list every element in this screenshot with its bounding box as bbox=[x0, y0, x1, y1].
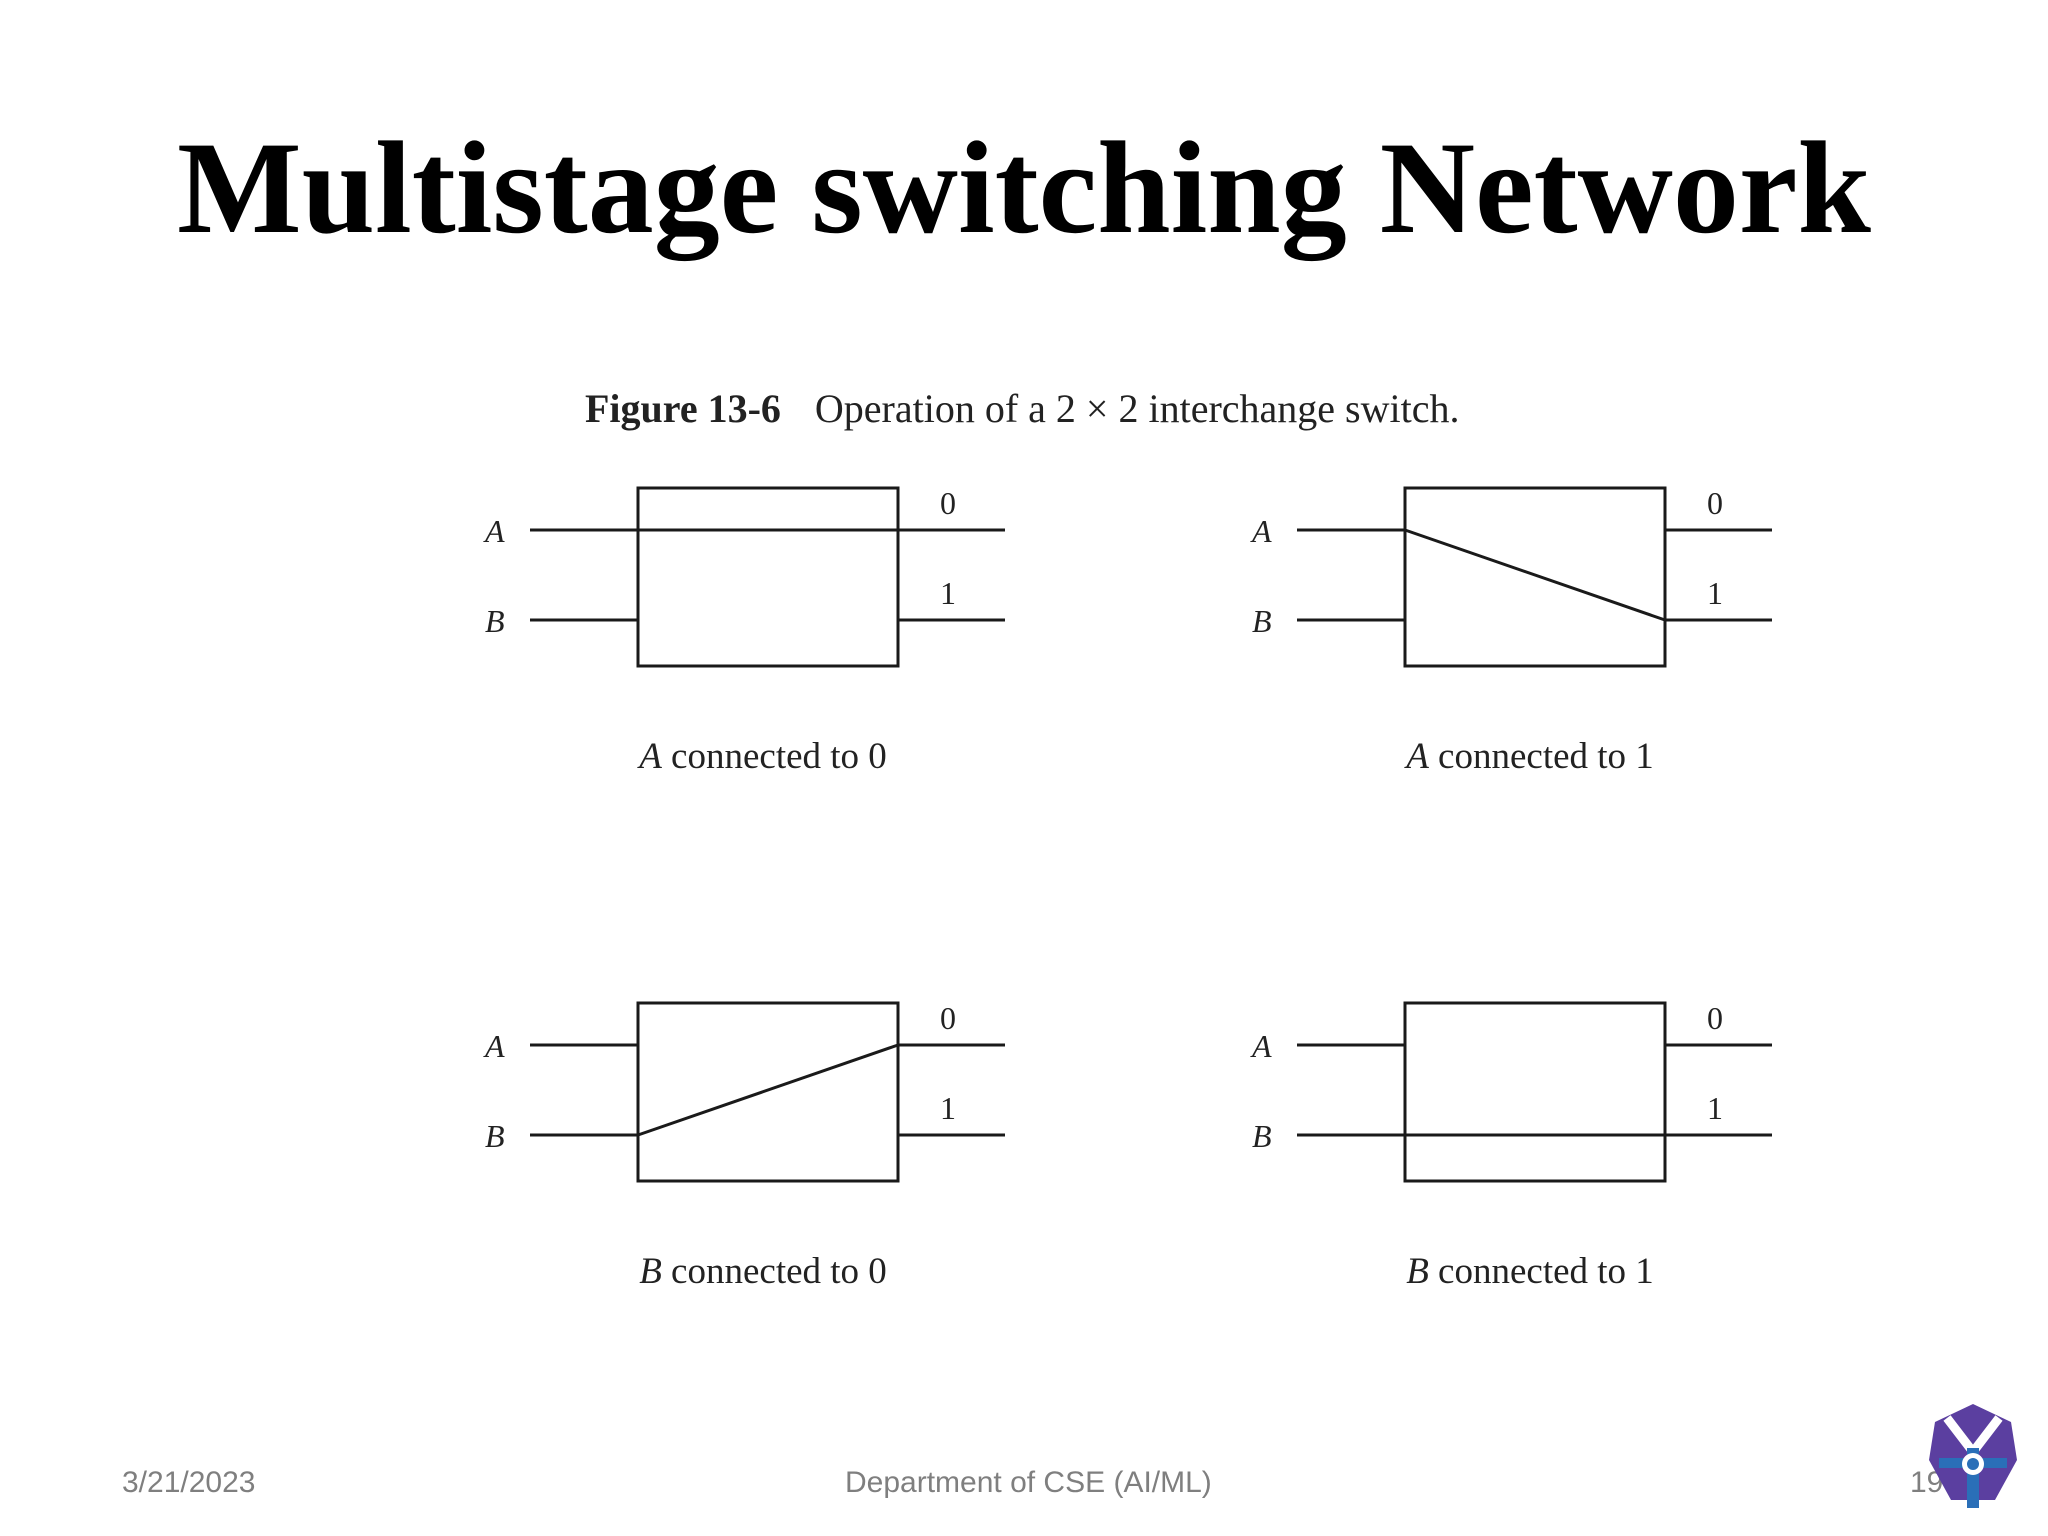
footer-department: Department of CSE (AI/ML) bbox=[845, 1466, 1212, 1499]
output-label: 1 bbox=[1707, 1090, 1723, 1126]
university-logo-icon bbox=[1929, 1404, 2017, 1508]
panel-caption-var: A bbox=[639, 736, 662, 777]
switch-box bbox=[636, 486, 900, 668]
panel-caption-var: B bbox=[1406, 1251, 1429, 1292]
panel-caption-var: B bbox=[639, 1251, 662, 1292]
input-label: B bbox=[485, 603, 505, 639]
output-label: 0 bbox=[940, 1000, 956, 1036]
output-label: 1 bbox=[940, 575, 956, 611]
panel-caption-text: connected to 1 bbox=[1428, 736, 1654, 777]
input-label: A bbox=[1250, 1028, 1272, 1064]
figure-caption-text: Operation of a 2 × 2 interchange switch. bbox=[814, 386, 1460, 431]
slide-title: Multistage switching Network bbox=[177, 114, 1871, 261]
internal-connection bbox=[637, 1043, 899, 1137]
input-label: B bbox=[1252, 603, 1272, 639]
input-label: A bbox=[483, 513, 505, 549]
output-label: 0 bbox=[940, 485, 956, 521]
panel-caption-var: A bbox=[1406, 736, 1429, 777]
panel-caption-b-1: B connected to 1 bbox=[1330, 1250, 1730, 1293]
panel-caption-b-0: B connected to 0 bbox=[563, 1250, 963, 1293]
input-label: A bbox=[483, 1028, 505, 1064]
switch-box bbox=[636, 1001, 900, 1183]
output-label: 0 bbox=[1707, 1000, 1723, 1036]
internal-connection bbox=[1404, 528, 1666, 622]
figure-label: Figure 13-6 bbox=[585, 386, 781, 431]
input-label: B bbox=[485, 1118, 505, 1154]
panel-caption-a-0: A connected to 0 bbox=[563, 735, 963, 778]
panel-caption-a-1: A connected to 1 bbox=[1330, 735, 1730, 778]
switch-box bbox=[1403, 1001, 1667, 1183]
output-label: 1 bbox=[940, 1090, 956, 1126]
panel-caption-text: connected to 0 bbox=[661, 736, 887, 777]
panel-caption-text: connected to 1 bbox=[1428, 1251, 1654, 1292]
input-label: B bbox=[1252, 1118, 1272, 1154]
output-label: 1 bbox=[1707, 575, 1723, 611]
output-label: 0 bbox=[1707, 485, 1723, 521]
switch-box bbox=[1403, 486, 1667, 668]
panel-caption-text: connected to 0 bbox=[661, 1251, 887, 1292]
input-label: A bbox=[1250, 513, 1272, 549]
footer-date: 3/21/2023 bbox=[122, 1466, 256, 1499]
figure-caption: Figure 13-6 Operation of a 2 × 2 intercha… bbox=[585, 385, 1459, 432]
